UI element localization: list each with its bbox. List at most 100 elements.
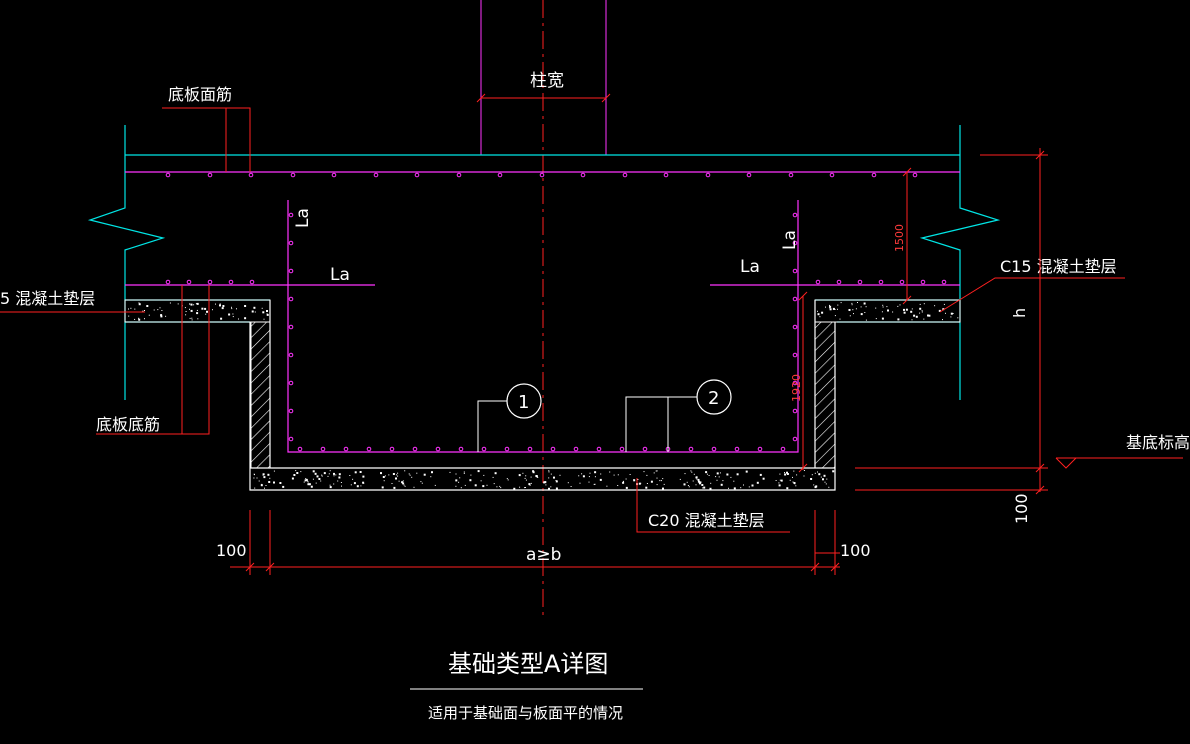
concrete-speckle (196, 302, 199, 305)
rebar-dot (734, 446, 740, 452)
top-rebar-label: 底板面筋 (168, 85, 232, 104)
rebar-dot (788, 172, 794, 178)
concrete-speckle (328, 473, 330, 475)
concrete-speckle (736, 473, 739, 476)
concrete-speckle (266, 313, 269, 316)
concrete-speckle (548, 471, 550, 473)
concrete-speckle (897, 305, 899, 307)
rebar-dot (456, 172, 462, 178)
rebar-dot (920, 279, 926, 285)
concrete-speckle (500, 487, 502, 489)
concrete-speckle (726, 473, 729, 476)
concrete-speckle (957, 317, 959, 319)
concrete-speckle (881, 311, 883, 313)
concrete-speckle (279, 482, 282, 484)
rebar-dot (573, 446, 579, 452)
concrete-speckle (645, 486, 648, 489)
concrete-speckle (779, 479, 781, 481)
concrete-speckle (177, 303, 179, 305)
rebar-dot (288, 408, 294, 414)
concrete-speckle (265, 485, 267, 486)
concrete-speckle (794, 483, 796, 485)
concrete-speckle (238, 318, 239, 320)
rebar-dot (619, 446, 625, 452)
concrete-speckle (643, 471, 645, 473)
concrete-speckle (793, 470, 795, 472)
concrete-speckle (469, 479, 472, 482)
concrete-speckle (524, 487, 526, 489)
rebar-dot (757, 446, 763, 452)
marker-1-circle (506, 383, 542, 419)
concrete-speckle (823, 474, 826, 477)
concrete-speckle (160, 314, 163, 317)
a-ge-b-label: a≥b (526, 545, 561, 565)
concrete-speckle (653, 472, 655, 474)
rebar-dot (228, 279, 234, 285)
concrete-speckle (261, 484, 263, 486)
concrete-speckle (762, 477, 765, 480)
concrete-speckle (810, 478, 813, 480)
concrete-speckle (338, 473, 341, 476)
concrete-speckle (191, 319, 193, 321)
concrete-speckle (228, 313, 231, 316)
concrete-speckle (784, 472, 785, 474)
rebar-dot (550, 446, 556, 452)
concrete-speckle (506, 478, 508, 480)
concrete-speckle (329, 484, 331, 486)
dim-h-label: h (1010, 308, 1029, 318)
concrete-speckle (795, 485, 797, 487)
concrete-speckle (837, 304, 839, 306)
rebar-dot (331, 172, 337, 178)
dim-h (855, 148, 1048, 495)
rebar-dot (829, 172, 835, 178)
concrete-speckle (832, 470, 835, 473)
la-label-left-vertical: La (293, 208, 313, 228)
concrete-speckle (221, 307, 224, 310)
rebar-dot (622, 172, 628, 178)
dim-1920-label: 1920 (790, 374, 803, 402)
concrete-speckle (829, 304, 830, 306)
concrete-speckle (811, 474, 813, 476)
concrete-speckle (128, 315, 130, 317)
concrete-speckle (529, 484, 531, 486)
rebar-dot (290, 172, 296, 178)
concrete-speckle (646, 483, 648, 484)
concrete-speckle (251, 310, 254, 313)
concrete-speckle (740, 487, 742, 489)
concrete-speckle (921, 310, 923, 312)
concrete-speckle (839, 318, 841, 320)
concrete-speckle (138, 317, 140, 319)
concrete-speckle (380, 472, 382, 475)
concrete-speckle (706, 473, 708, 475)
concrete-speckle (354, 471, 357, 474)
concrete-speckle (315, 473, 317, 475)
concrete-speckle (837, 308, 838, 310)
concrete-speckle (570, 486, 572, 487)
concrete-speckle (236, 308, 237, 310)
concrete-speckle (381, 486, 384, 489)
concrete-speckle (745, 470, 748, 473)
concrete-speckle (751, 484, 754, 487)
concrete-speckle (189, 317, 191, 319)
concrete-speckle (950, 316, 952, 318)
concrete-speckle (817, 313, 820, 316)
concrete-speckle (273, 481, 275, 484)
concrete-speckle (525, 479, 527, 481)
concrete-speckle (263, 476, 266, 479)
concrete-speckle (697, 478, 700, 481)
concrete-speckle (656, 477, 658, 479)
concrete-speckle (431, 471, 433, 474)
concrete-speckle (851, 302, 853, 304)
concrete-speckle (341, 485, 342, 487)
concrete-speckle (477, 470, 480, 473)
concrete-speckle (253, 477, 255, 479)
concrete-speckle (942, 319, 943, 321)
concrete-speckle (822, 478, 824, 481)
concrete-speckle (927, 314, 929, 317)
concrete-speckle (656, 470, 658, 472)
concrete-speckle (254, 487, 256, 489)
concrete-speckle (423, 473, 426, 476)
concrete-speckle (899, 304, 901, 306)
rebar-dot (497, 172, 503, 178)
concrete-speckle (722, 480, 724, 482)
